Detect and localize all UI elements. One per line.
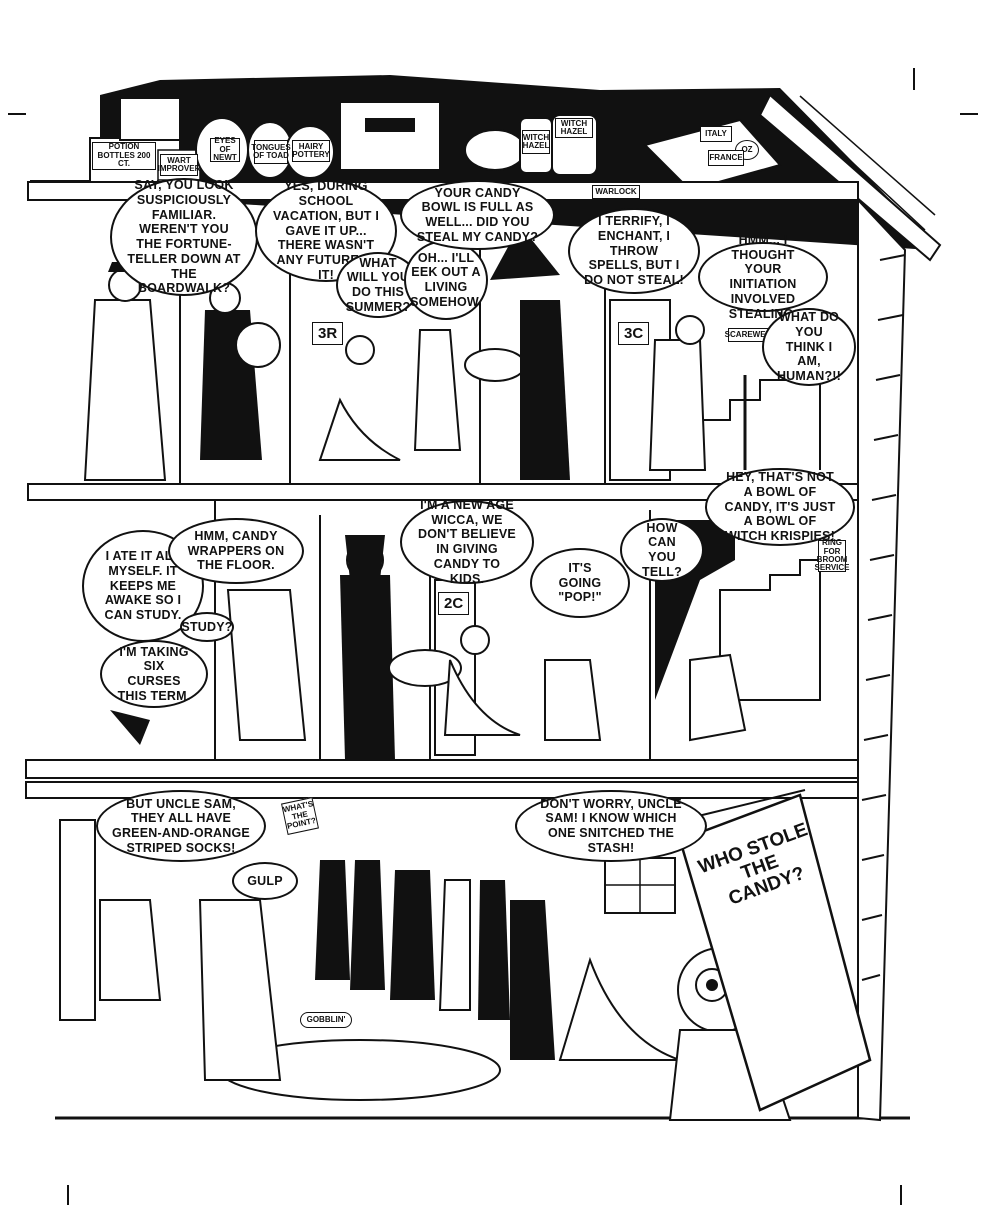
door-number-2c: 2C [438,592,470,615]
gobblin-caption: GOBBLIN' [300,1012,352,1028]
speech-bubble: IT'S GOING "POP!" [530,548,630,618]
speech-bubble: I'M A NEW AGE WICCA, WE DON'T BELIEVE IN… [400,498,534,586]
speech-bubble: YOUR CANDY BOWL IS FULL AS WELL... DID Y… [400,180,555,250]
protest-sign: WHAT'S THE POINT? [281,797,319,835]
door-number-3c: 3C [618,322,650,345]
speech-bubble: HEY, THAT'S NOT A BOWL OF CANDY, IT'S JU… [705,468,855,546]
speech-bubble: I'M TAKING SIX CURSES THIS TERM. [100,640,208,708]
wart-improver-label: WART IMPROVER [158,154,200,176]
speech-bubble: STUDY? [180,612,234,642]
hairy-pottery-label: HAIRY POTTERY [292,140,330,162]
witch-hazel-label-2: WITCH HAZEL [555,118,593,138]
speech-bubble: OH... I'LL EEK OUT A LIVING SOMEHOW. [404,240,488,320]
crop-mark [960,113,978,115]
italy-sticker: ITALY [700,126,732,142]
crop-mark [67,1185,69,1205]
broom-service-sign: RING FOR BROOM SERVICE [814,538,850,573]
speech-bubble: HMM... I THOUGHT YOUR INITIATION INVOLVE… [698,233,828,321]
crop-mark [913,68,915,90]
crop-mark [8,113,26,115]
crop-mark [900,1185,902,1205]
speech-bubble: HMM, CANDY WRAPPERS ON THE FLOOR. [168,518,304,584]
witch-hazel-label: WITCH HAZEL [522,130,550,154]
speech-bubble: YES, DURING SCHOOL VACATION, BUT I GAVE … [255,179,397,282]
speech-bubble: SAY, YOU LOOK SUSPICIOUSLY FAMILIAR. WER… [110,178,258,296]
france-sticker: FRANCE [708,150,744,166]
potion-bottles-label: POTION BOTTLES 200 CT. [92,142,156,170]
speech-bubble: WHAT DO YOU THINK I AM, HUMAN?!! [762,308,856,386]
speech-bubble: GULP [232,862,298,900]
door-number-3r: 3R [312,322,344,345]
speech-bubble: DON'T WORRY, UNCLE SAM! I KNOW WHICH ONE… [515,790,707,862]
tongues-of-toad-label: TONGUES OF TOAD [251,140,291,164]
speech-bubble: HOW CAN YOU TELL? [620,518,704,582]
speech-bubble: BUT UNCLE SAM, THEY ALL HAVE GREEN-AND-O… [96,790,266,862]
eyes-of-newt-label: EYES OF NEWT [210,137,240,162]
speech-bubble: I TERRIFY, I ENCHANT, I THROW SPELLS, BU… [568,208,700,294]
warlock-nameplate: WARLOCK [592,185,640,199]
